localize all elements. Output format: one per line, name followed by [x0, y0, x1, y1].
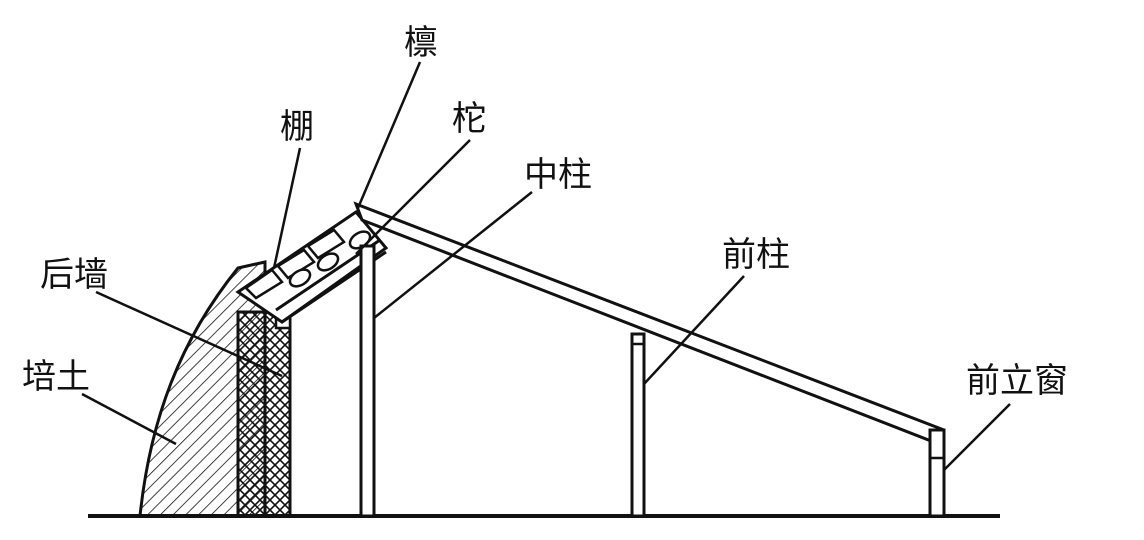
earth-fill-mound — [138, 260, 267, 518]
shed-board-3 — [306, 228, 346, 260]
middle-post — [359, 244, 376, 518]
shed-board-2 — [276, 248, 316, 280]
leader-middle-post — [373, 191, 533, 319]
label-earth-fill: 培土 — [22, 357, 90, 397]
label-rafter: 柁 — [452, 99, 486, 139]
leader-front-post — [643, 275, 745, 385]
shed-board-1 — [244, 268, 284, 300]
front-post — [630, 332, 646, 518]
shed-slab — [235, 209, 389, 324]
front-roof-frame — [353, 201, 946, 449]
leader-back-wall — [95, 290, 283, 378]
leader-front-window — [943, 403, 1011, 471]
leader-earth-fill — [81, 392, 177, 446]
front-window-post — [928, 428, 946, 518]
label-front-post: 前柱 — [722, 235, 790, 275]
leader-purlin — [356, 61, 422, 209]
label-back-wall: 后墙 — [40, 255, 108, 295]
leader-shed — [272, 147, 302, 269]
label-middle-post: 中柱 — [524, 155, 592, 195]
label-shed: 棚 — [280, 107, 314, 147]
back-wall — [236, 310, 292, 518]
leader-rafter — [355, 139, 471, 255]
label-purlin: 檩 — [404, 23, 438, 63]
purlin-block-1 — [288, 268, 312, 288]
purlin-block-2 — [316, 252, 340, 272]
label-front-window: 前立窗 — [966, 361, 1068, 401]
